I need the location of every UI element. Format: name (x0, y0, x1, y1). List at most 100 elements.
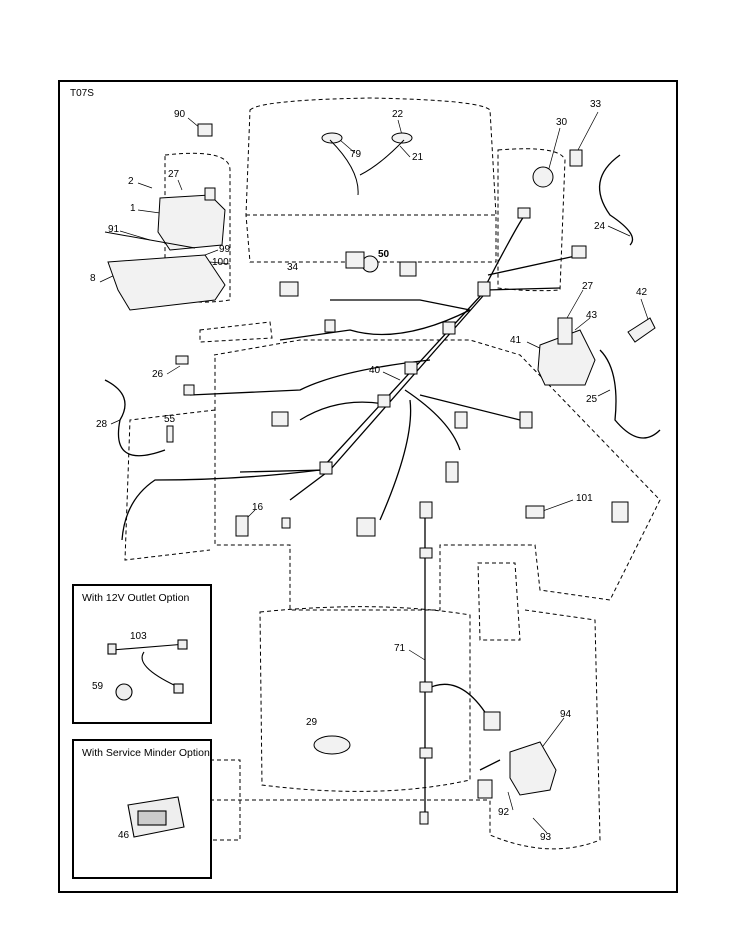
connector-71-b (419, 547, 433, 559)
callout-29: 29 (306, 717, 318, 728)
callout-25: 25 (586, 394, 598, 405)
connector-c (571, 245, 587, 259)
connector-f (454, 411, 468, 429)
callout-41: 41 (510, 335, 522, 346)
body-outline (213, 339, 661, 611)
switch-34 (279, 281, 299, 297)
battery-cable-24 (598, 154, 634, 246)
connector-e (271, 411, 289, 427)
connector-b (517, 207, 531, 219)
headlight-wire (329, 139, 405, 196)
harness-branch-8 (330, 299, 471, 311)
callout-103: 103 (130, 631, 147, 642)
callout-8: 8 (90, 273, 96, 284)
callout-40: 40 (369, 365, 381, 376)
callout-55: 55 (164, 414, 176, 425)
callout-90: 90 (174, 109, 186, 120)
cap-42 (627, 317, 656, 343)
hold-down-rod (104, 231, 196, 249)
headlight-right (391, 132, 413, 144)
steering-shaft (199, 321, 273, 343)
battery-cable-25 (599, 349, 661, 439)
callout-99: 99 (219, 244, 231, 255)
callout-27b: 27 (582, 281, 594, 292)
callout-92: 92 (498, 807, 510, 818)
callout-28: 28 (96, 419, 108, 430)
connector-h (445, 461, 459, 483)
callout-101: 101 (576, 493, 593, 504)
callout-42: 42 (636, 287, 648, 298)
seat-outline (259, 606, 471, 792)
hood-outline (245, 97, 497, 263)
inset-12v-outlet: With 12V Outlet Option 103 59 (72, 584, 212, 724)
inset-minder-title: With Service Minder Option (82, 747, 210, 759)
connector-16 (235, 515, 249, 537)
callout-2: 2 (128, 176, 134, 187)
callout-33: 33 (590, 99, 602, 110)
callout-93: 93 (540, 832, 552, 843)
part-33 (569, 149, 583, 167)
callout-79: 79 (350, 149, 362, 160)
headlight-left (321, 132, 343, 144)
seat-switch-29 (313, 735, 351, 755)
battery (157, 194, 226, 251)
connector-d (183, 384, 195, 396)
main-harness-wire-b (323, 291, 485, 467)
cable-slot (477, 562, 521, 641)
callout-59: 59 (92, 681, 104, 692)
connector-71-f (483, 711, 501, 731)
harness-branch-3 (379, 399, 412, 521)
diagram-code: T07S (70, 88, 94, 99)
callout-71: 71 (394, 643, 406, 654)
connector-j (356, 517, 376, 537)
harness-branch-5 (419, 394, 521, 421)
connector-101 (525, 505, 545, 519)
callout-46: 46 (118, 830, 130, 841)
bolt-55 (166, 425, 174, 443)
harness-branch-2 (239, 469, 326, 473)
part-92 (477, 779, 493, 799)
part-101-body (611, 501, 629, 523)
part-50-body (345, 251, 365, 269)
diagram-frame (58, 80, 678, 893)
harness-branch-9 (485, 287, 561, 291)
harness-connector-5 (319, 461, 333, 475)
connector-71-d (419, 747, 433, 759)
callout-50: 50 (378, 249, 390, 260)
ignition-switch-30 (532, 166, 554, 188)
part-94 (509, 741, 557, 796)
callout-16: 16 (252, 502, 264, 513)
solenoid-43 (537, 329, 596, 386)
callout-27a: 27 (168, 169, 180, 180)
callout-100: 100 (212, 257, 229, 268)
harness-connector-3 (404, 361, 418, 375)
callout-22: 22 (392, 109, 404, 120)
outlet-drawing (107, 639, 188, 701)
connector-i (281, 517, 291, 529)
minder-drawing (127, 796, 185, 838)
connector-71-top (419, 501, 433, 519)
harness-branch-7 (279, 309, 471, 341)
connector-a (399, 261, 417, 277)
connector-g (519, 411, 533, 429)
connector-71-c (419, 681, 433, 693)
callout-34: 34 (287, 262, 299, 273)
battery-tray (107, 254, 226, 311)
harness-branch-11 (487, 254, 581, 276)
harness-branch-1 (121, 469, 321, 541)
fuse-26 (175, 355, 189, 365)
relay-90 (197, 123, 213, 137)
left-fender-outline (124, 409, 216, 561)
inset-outlet-title: With 12V Outlet Option (82, 592, 190, 604)
minder-wire (479, 759, 501, 771)
battery-terminal (204, 187, 216, 201)
harness-connector-2 (442, 321, 456, 335)
callout-43: 43 (586, 310, 598, 321)
callout-21: 21 (412, 152, 424, 163)
callout-30: 30 (556, 117, 568, 128)
callout-24: 24 (594, 221, 606, 232)
dash-right-outline (497, 148, 566, 292)
callout-94: 94 (560, 709, 572, 720)
connector-71-e (419, 811, 429, 825)
